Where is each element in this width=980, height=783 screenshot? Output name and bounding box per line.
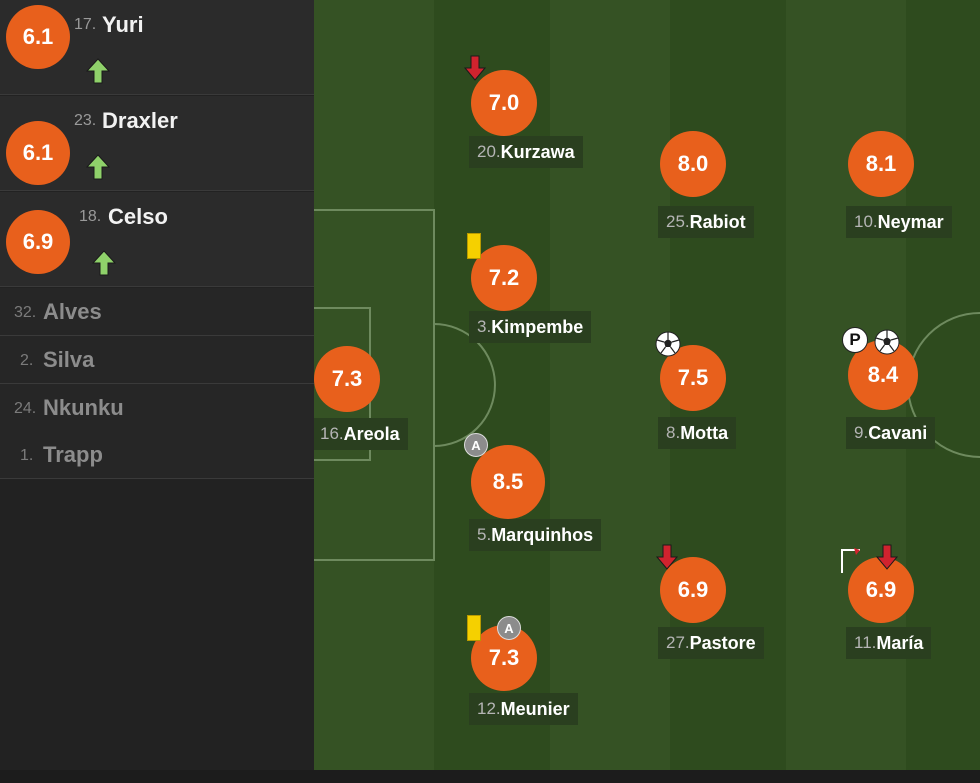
player-rating: 6.1 <box>6 5 70 69</box>
player-rating: 7.2 <box>471 245 537 311</box>
player-name: Marquinhos <box>491 524 594 545</box>
lineup-sidebar: 6.1 17. Yuri 6.1 23. Draxler 6.9 18. Cel… <box>0 0 314 783</box>
player-name: Celso <box>108 204 168 229</box>
captain-icon: A <box>464 433 488 457</box>
bottom-strip <box>0 770 980 783</box>
player-neymar[interactable]: 8.1 10. Neymar <box>846 131 980 251</box>
player-number: 20. <box>477 142 501 161</box>
player-number: 8. <box>666 423 681 442</box>
corner-flag-icon <box>841 548 860 573</box>
player-name: Pastore <box>689 632 756 653</box>
player-name: Neymar <box>877 211 944 232</box>
player-rating: 7.0 <box>471 70 537 136</box>
goal-ball-icon <box>655 331 681 357</box>
player-number: 18. <box>79 208 102 225</box>
player-label: 27. Pastore <box>658 627 764 659</box>
player-name: Areola <box>343 423 400 444</box>
player-label: 20. Kurzawa <box>469 136 583 168</box>
player-rating: 6.9 <box>6 210 70 274</box>
player-label: 3. Kimpembe <box>469 311 592 343</box>
substitute-row[interactable]: 6.9 18. Celso <box>0 192 314 287</box>
player-name: Draxler <box>102 108 178 133</box>
player-rating: 8.0 <box>660 131 726 197</box>
player-number: 12. <box>477 699 501 718</box>
player-number: 11. <box>854 633 877 652</box>
player-number: 9. <box>854 423 869 442</box>
player-rating: 8.5 <box>471 445 545 519</box>
player-rating: 6.9 <box>848 557 914 623</box>
player-number: 27. <box>666 633 690 652</box>
player-rating: 6.9 <box>660 557 726 623</box>
player-name: Trapp <box>43 442 103 467</box>
player-name: Kurzawa <box>500 141 575 162</box>
sub-in-arrow-icon <box>92 250 116 276</box>
player-rating: 6.1 <box>6 121 70 185</box>
player-maria[interactable]: 6.9 11. María <box>846 557 980 677</box>
player-rabiot[interactable]: 8.0 25. Rabiot <box>658 131 840 251</box>
player-label: 5. Marquinhos <box>469 519 602 551</box>
player-number: 24. <box>14 400 37 417</box>
player-name: Nkunku <box>43 395 124 420</box>
goal-ball-icon <box>874 329 900 355</box>
penalty-goal-icon: P <box>842 327 868 353</box>
player-number: 25. <box>666 212 690 231</box>
sub-out-arrow-icon <box>464 55 486 81</box>
player-label: 8. Motta <box>658 417 737 449</box>
player-rating: 7.3 <box>314 346 380 412</box>
player-number: 5. <box>477 525 492 544</box>
player-name: Cavani <box>868 422 928 443</box>
player-number: 17. <box>74 16 97 33</box>
player-meunier[interactable]: 7.3 12. Meunier <box>469 625 651 745</box>
player-number: 2. <box>20 352 34 369</box>
bench-row[interactable]: 1. Trapp <box>0 431 314 479</box>
player-number: 23. <box>74 112 97 129</box>
pitch: 7.3 16. Areola 7.0 20. Kurzawa 7.2 3. Ki… <box>314 0 980 770</box>
player-pastore[interactable]: 6.9 27. Pastore <box>658 557 840 677</box>
player-kimpembe[interactable]: 7.2 3. Kimpembe <box>469 245 651 365</box>
player-marquinhos[interactable]: 8.5 5. Marquinhos <box>469 445 651 565</box>
yellow-card-icon <box>467 615 481 641</box>
player-name: Motta <box>680 422 729 443</box>
player-number: 3. <box>477 317 492 336</box>
player-name: Rabiot <box>689 211 746 232</box>
substitute-row[interactable]: 6.1 23. Draxler <box>0 96 314 191</box>
sub-out-arrow-icon <box>876 544 898 570</box>
player-name: María <box>876 632 924 653</box>
sub-in-arrow-icon <box>86 154 110 180</box>
player-label: 9. Cavani <box>846 417 936 449</box>
player-label: 11. María <box>846 627 932 659</box>
yellow-card-icon <box>467 233 481 259</box>
bench-row[interactable]: 2. Silva <box>0 336 314 384</box>
player-areola[interactable]: 7.3 16. Areola <box>314 346 494 466</box>
player-kurzawa[interactable]: 7.0 20. Kurzawa <box>469 70 651 190</box>
player-label: 12. Meunier <box>469 693 578 725</box>
player-number: 32. <box>14 304 37 321</box>
player-name: Kimpembe <box>491 316 584 337</box>
player-number: 10. <box>854 212 878 231</box>
assist-icon: A <box>497 616 521 640</box>
sub-out-arrow-icon <box>656 544 678 570</box>
player-name: Meunier <box>500 698 570 719</box>
penalty-letter: P <box>849 330 861 349</box>
substitute-row[interactable]: 6.1 17. Yuri <box>0 0 314 95</box>
player-name: Yuri <box>102 12 144 37</box>
player-label: 10. Neymar <box>846 206 952 238</box>
sub-in-arrow-icon <box>86 58 110 84</box>
player-label: 25. Rabiot <box>658 206 754 238</box>
bench-row[interactable]: 24. Nkunku <box>0 384 314 432</box>
player-cavani[interactable]: 8.4 9. Cavani <box>846 340 980 460</box>
player-rating: 8.1 <box>848 131 914 197</box>
player-number: 1. <box>20 447 34 464</box>
player-label: 16. Areola <box>314 418 408 450</box>
bench-row[interactable]: 32. Alves <box>0 288 314 336</box>
player-number: 16. <box>320 424 344 443</box>
player-name: Alves <box>43 299 102 324</box>
player-name: Silva <box>43 347 95 372</box>
player-motta[interactable]: 7.5 8. Motta <box>658 345 840 465</box>
